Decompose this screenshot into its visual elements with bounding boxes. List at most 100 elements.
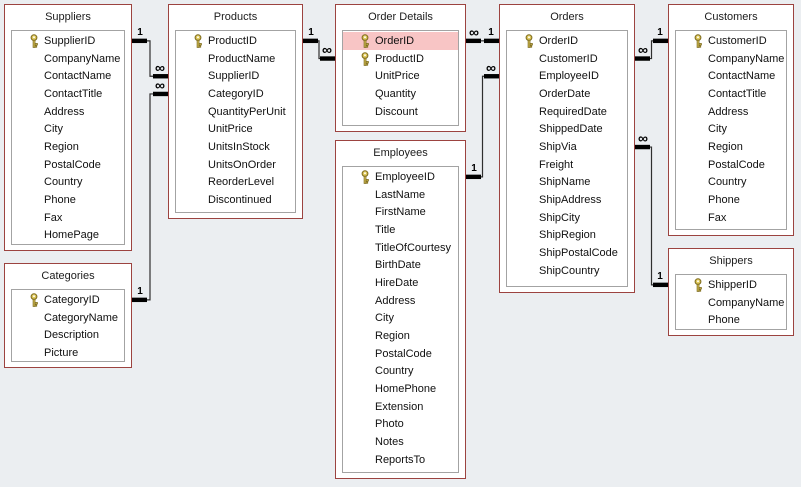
field-row-unitsinstock[interactable]: UnitsInStock bbox=[176, 138, 295, 156]
field-row-description[interactable]: Description bbox=[12, 326, 124, 344]
field-row-fax[interactable]: Fax bbox=[12, 209, 124, 227]
field-row-postalcode[interactable]: PostalCode bbox=[12, 156, 124, 174]
field-row-address[interactable]: Address bbox=[12, 103, 124, 121]
cardinality-bar[interactable] bbox=[635, 56, 650, 61]
field-row-reportsto[interactable]: ReportsTo bbox=[343, 451, 458, 469]
field-row-quantity[interactable]: Quantity bbox=[343, 85, 458, 103]
field-row-country[interactable]: Country bbox=[343, 363, 458, 381]
field-row-employeeid[interactable]: EmployeeID bbox=[507, 67, 627, 85]
field-row-supplierid[interactable]: SupplierID bbox=[12, 32, 124, 50]
table-title[interactable]: Orders bbox=[550, 11, 584, 23]
field-row-customerid[interactable]: CustomerID bbox=[507, 50, 627, 68]
field-row-region[interactable]: Region bbox=[12, 138, 124, 156]
field-row-productid[interactable]: ProductID bbox=[176, 32, 295, 50]
table-title[interactable]: Customers bbox=[704, 11, 758, 23]
field-row-supplierid[interactable]: SupplierID bbox=[176, 67, 295, 85]
table-title[interactable]: Suppliers bbox=[45, 11, 91, 23]
cardinality-bar[interactable] bbox=[132, 38, 147, 44]
field-row-title[interactable]: Title bbox=[343, 221, 458, 239]
field-row-contacttitle[interactable]: ContactTitle bbox=[12, 85, 124, 103]
cardinality-bar[interactable] bbox=[153, 91, 168, 97]
relationship-line[interactable] bbox=[650, 40, 653, 60]
field-row-shippeddate[interactable]: ShippedDate bbox=[507, 120, 627, 138]
table-title[interactable]: Employees bbox=[373, 147, 428, 159]
field-row-contactname[interactable]: ContactName bbox=[676, 67, 786, 85]
cardinality-bar[interactable] bbox=[303, 38, 318, 44]
field-row-shipperid[interactable]: ShipperID bbox=[676, 276, 786, 294]
field-row-homepage[interactable]: HomePage bbox=[12, 227, 124, 244]
field-row-contacttitle[interactable]: ContactTitle bbox=[676, 85, 786, 103]
field-row-employeeid[interactable]: EmployeeID bbox=[343, 168, 458, 186]
field-row-companyname[interactable]: CompanyName bbox=[12, 50, 124, 68]
field-row-categoryid[interactable]: CategoryID bbox=[12, 291, 124, 309]
cardinality-bar[interactable] bbox=[635, 144, 650, 150]
field-row-postalcode[interactable]: PostalCode bbox=[343, 345, 458, 363]
field-row-country[interactable]: Country bbox=[676, 174, 786, 192]
field-row-shipregion[interactable]: ShipRegion bbox=[507, 227, 627, 245]
relationship-line[interactable] bbox=[650, 146, 653, 286]
field-row-fax[interactable]: Fax bbox=[676, 209, 786, 227]
table-title[interactable]: Order Details bbox=[368, 11, 433, 23]
field-row-titleofcourtesy[interactable]: TitleOfCourtesy bbox=[343, 239, 458, 257]
cardinality-bar[interactable] bbox=[132, 297, 147, 303]
field-row-categoryid[interactable]: CategoryID bbox=[176, 85, 295, 103]
field-row-phone[interactable]: Phone bbox=[676, 311, 786, 329]
field-row-unitprice[interactable]: UnitPrice bbox=[343, 67, 458, 85]
field-row-customerid[interactable]: CustomerID bbox=[676, 32, 786, 50]
field-row-photo[interactable]: Photo bbox=[343, 416, 458, 434]
field-row-postalcode[interactable]: PostalCode bbox=[676, 156, 786, 174]
table-title[interactable]: Shippers bbox=[709, 255, 753, 267]
cardinality-bar[interactable] bbox=[153, 74, 168, 79]
field-row-lastname[interactable]: LastName bbox=[343, 186, 458, 204]
relationship-line[interactable] bbox=[147, 40, 153, 77]
field-row-requireddate[interactable]: RequiredDate bbox=[507, 103, 627, 121]
relationship-line[interactable] bbox=[481, 75, 484, 178]
field-row-freight[interactable]: Freight bbox=[507, 156, 627, 174]
field-row-birthdate[interactable]: BirthDate bbox=[343, 256, 458, 274]
field-row-quantityperunit[interactable]: QuantityPerUnit bbox=[176, 103, 295, 121]
field-row-companyname[interactable]: CompanyName bbox=[676, 50, 786, 68]
table-title[interactable]: Categories bbox=[41, 270, 95, 282]
relationship-line[interactable] bbox=[147, 93, 153, 301]
field-row-categoryname[interactable]: CategoryName bbox=[12, 309, 124, 327]
field-row-shipcity[interactable]: ShipCity bbox=[507, 209, 627, 227]
field-row-shipname[interactable]: ShipName bbox=[507, 174, 627, 192]
field-row-region[interactable]: Region bbox=[343, 327, 458, 345]
field-row-orderdate[interactable]: OrderDate bbox=[507, 85, 627, 103]
cardinality-bar[interactable] bbox=[466, 174, 481, 180]
field-row-orderid[interactable]: OrderID bbox=[343, 32, 458, 50]
field-row-productid[interactable]: ProductID bbox=[343, 50, 458, 68]
field-row-address[interactable]: Address bbox=[343, 292, 458, 310]
field-row-country[interactable]: Country bbox=[12, 174, 124, 192]
cardinality-bar[interactable] bbox=[653, 282, 668, 288]
cardinality-bar[interactable] bbox=[466, 38, 481, 44]
field-row-city[interactable]: City bbox=[12, 120, 124, 138]
cardinality-bar[interactable] bbox=[484, 38, 499, 44]
field-row-contactname[interactable]: ContactName bbox=[12, 67, 124, 85]
field-row-firstname[interactable]: FirstName bbox=[343, 203, 458, 221]
field-row-shipvia[interactable]: ShipVia bbox=[507, 138, 627, 156]
field-row-phone[interactable]: Phone bbox=[676, 191, 786, 209]
field-row-unitsonorder[interactable]: UnitsOnOrder bbox=[176, 156, 295, 174]
field-row-address[interactable]: Address bbox=[676, 103, 786, 121]
field-row-phone[interactable]: Phone bbox=[12, 191, 124, 209]
field-row-picture[interactable]: Picture bbox=[12, 344, 124, 361]
field-row-shipaddress[interactable]: ShipAddress bbox=[507, 191, 627, 209]
field-row-region[interactable]: Region bbox=[676, 138, 786, 156]
cardinality-bar[interactable] bbox=[484, 74, 499, 79]
table-title[interactable]: Products bbox=[213, 11, 258, 23]
field-row-unitprice[interactable]: UnitPrice bbox=[176, 120, 295, 138]
relationship-line[interactable] bbox=[318, 40, 320, 60]
field-row-shippostalcode[interactable]: ShipPostalCode bbox=[507, 244, 627, 262]
field-row-notes[interactable]: Notes bbox=[343, 433, 458, 451]
field-row-homephone[interactable]: HomePhone bbox=[343, 380, 458, 398]
field-row-city[interactable]: City bbox=[676, 120, 786, 138]
field-row-extension[interactable]: Extension bbox=[343, 398, 458, 416]
field-row-hiredate[interactable]: HireDate bbox=[343, 274, 458, 292]
